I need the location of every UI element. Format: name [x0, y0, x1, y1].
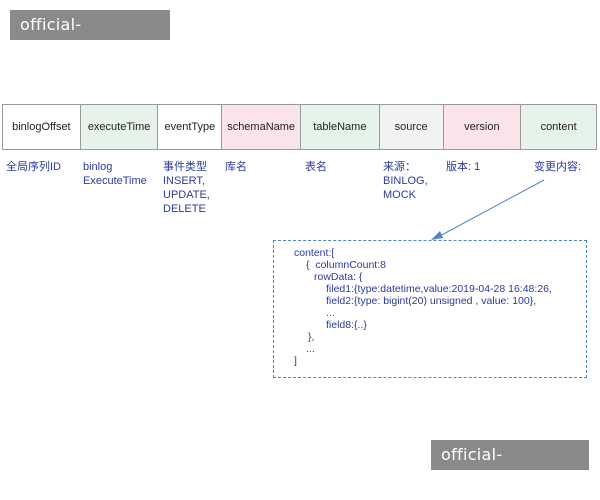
desc-source: 来源： BINLOG, MOCK [383, 161, 428, 201]
desc-table-name: 表名 [305, 161, 327, 173]
field-table-name: tableName [300, 105, 380, 149]
desc-execute-time: binlog ExecuteTime [83, 161, 147, 187]
field-binlog-offset: binlogOffset [3, 105, 81, 149]
desc-schema-name: 库名 [225, 161, 247, 173]
code-line: { columnCount:8 [306, 259, 386, 271]
code-line: ... [326, 307, 335, 319]
watermark-bottom: official-yiyou.com [431, 440, 589, 494]
field-execute-time: executeTime [80, 105, 159, 149]
desc-binlog-offset: 全局序列ID [6, 161, 61, 173]
field-version: version [443, 105, 522, 149]
arrow-line [435, 179, 545, 239]
field-row: binlogOffset executeTime eventType schem… [2, 104, 597, 150]
field-event-type: eventType [158, 105, 223, 149]
content-example-box: content:[ { columnCount:8 rowData: { fil… [273, 240, 587, 378]
code-line: field8:{..} [326, 319, 367, 331]
arrow-head [431, 231, 443, 240]
field-content: content [521, 105, 596, 149]
code-line: }, [308, 331, 315, 343]
field-source: source [379, 105, 444, 149]
field-schema-name: schemaName [222, 105, 301, 149]
code-line: ] [294, 355, 297, 367]
code-line: ... [306, 343, 315, 355]
code-line: filed1:{type:datetime,value:2019-04-28 1… [326, 283, 552, 295]
desc-version: 版本: 1 [446, 161, 481, 173]
code-line: content:[ [294, 247, 335, 259]
code-line: rowData: { [314, 271, 363, 283]
watermark-top: official-yiyou.com [10, 10, 170, 64]
desc-content: 变更内容: [534, 161, 582, 173]
code-line: field2:{type: bigint(20) unsigned , valu… [326, 295, 537, 307]
desc-event-type: 事件类型 INSERT, UPDATE, DELETE [163, 161, 210, 215]
